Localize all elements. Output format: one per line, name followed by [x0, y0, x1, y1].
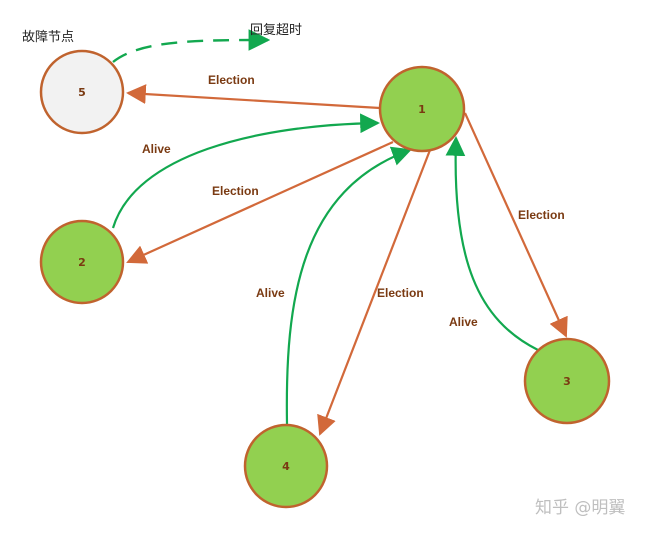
reply-timeout-annotation: 回复超时: [250, 23, 302, 38]
edge-label-election-1-3: Election: [518, 208, 565, 222]
edge-alive-4-1: [285, 146, 412, 425]
edge-timeout-5: [112, 29, 271, 63]
edge-label-alive-4-1: Alive: [256, 286, 285, 300]
node-1-label: 1: [418, 103, 426, 116]
edge-alive-2-1: [111, 113, 380, 229]
edge-election-1-2: [126, 140, 394, 264]
failed-node-annotation: 故障节点: [22, 30, 74, 45]
edge-election-1-3: [463, 112, 568, 338]
edge-label-election-1-5: Election: [208, 73, 255, 87]
edge-election-1-5: [126, 84, 381, 110]
node-2[interactable]: [39, 219, 125, 305]
edge-label-election-1-4: Election: [377, 286, 424, 300]
node-5-label: 5: [78, 86, 86, 99]
node-3-label: 3: [563, 375, 571, 388]
node-2-label: 2: [78, 256, 86, 269]
edge-label-alive-3-1: Alive: [449, 315, 478, 329]
node-4[interactable]: [243, 423, 329, 509]
edge-election-1-4: [317, 149, 432, 436]
node-3[interactable]: [523, 337, 611, 425]
node-5[interactable]: [39, 49, 125, 135]
watermark: 知乎 @明翼: [535, 498, 625, 518]
node-4-label: 4: [282, 460, 290, 473]
edge-label-alive-2-1: Alive: [142, 142, 171, 156]
edge-alive-3-1: [445, 136, 539, 351]
edge-label-election-1-2: Election: [212, 184, 259, 198]
node-1[interactable]: [378, 65, 466, 153]
